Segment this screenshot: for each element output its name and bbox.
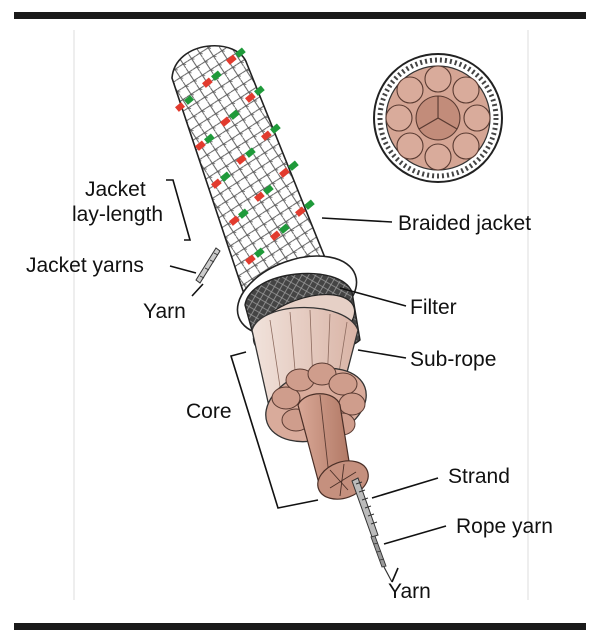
jacket-yarn-sample <box>195 247 221 284</box>
label-strand: Strand <box>448 465 510 488</box>
label-jacket: Jacket <box>85 178 146 201</box>
label-lay-length: lay-length <box>72 203 163 226</box>
strand-twist <box>351 477 379 538</box>
rope-cross-section <box>373 53 503 183</box>
label-filter: Filter <box>410 296 457 319</box>
label-braided-jacket: Braided jacket <box>398 212 531 235</box>
lay-length-bracket <box>166 179 192 241</box>
label-jacket-yarns: Jacket yarns <box>26 254 144 277</box>
bottom-border <box>14 623 586 630</box>
label-rope-yarn: Rope yarn <box>456 515 553 538</box>
bottom-yarn-fibre <box>383 566 393 583</box>
core-strands <box>265 362 369 500</box>
jacket-marker-yarns <box>175 47 315 265</box>
label-yarn-top: Yarn <box>143 300 186 323</box>
leader-lines <box>166 179 447 583</box>
core-bracket <box>229 351 319 509</box>
rope-yarn-twist <box>370 535 387 568</box>
label-sub-rope: Sub-rope <box>410 348 496 371</box>
label-yarn-bottom: Yarn <box>388 580 431 603</box>
label-core: Core <box>186 400 232 423</box>
top-border <box>14 12 586 19</box>
braided-jacket <box>171 45 344 301</box>
